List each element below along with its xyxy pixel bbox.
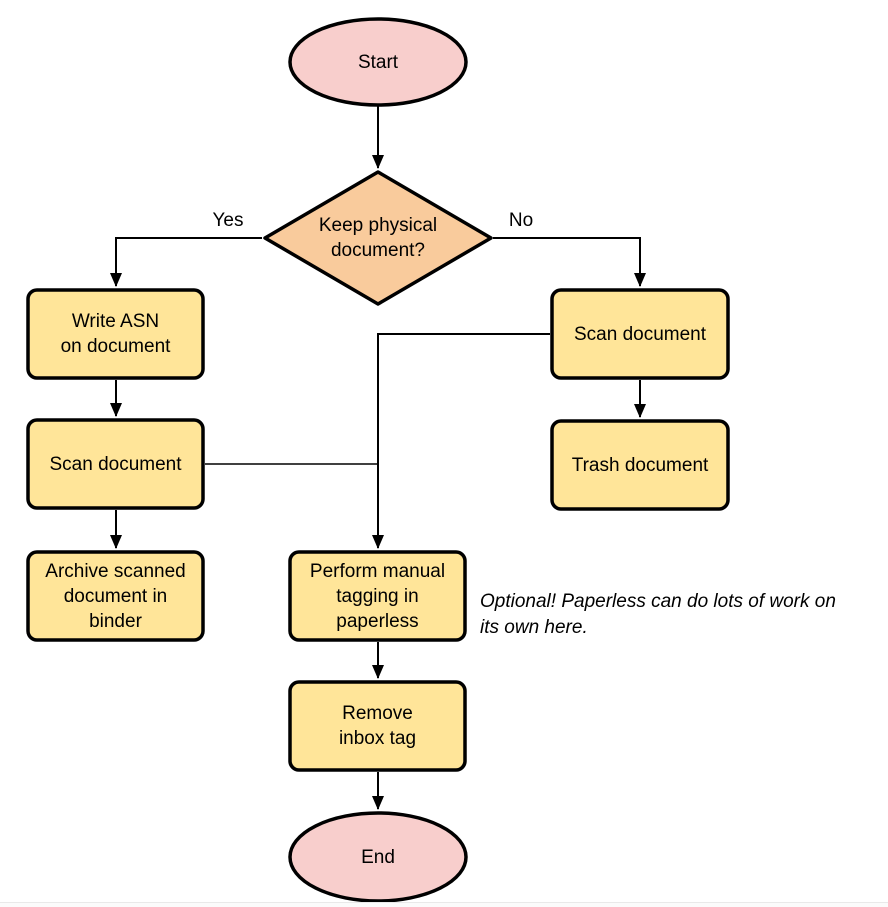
remove-inbox-tag-label: Remove inbox tag: [338, 703, 417, 749]
trash-document-box: [550, 419, 730, 511]
yes-edge-label: Yes: [212, 210, 244, 231]
start-label: Start: [357, 51, 399, 73]
decision-label: Keep physical document?: [318, 215, 438, 261]
bottom-strip: [0, 903, 888, 907]
end-terminator-shape: [288, 811, 468, 903]
archive-binder-box: [26, 550, 205, 642]
decision-diamond-shape: [263, 170, 493, 306]
start-terminator-shape: [288, 17, 468, 107]
manual-tagging-box: [288, 550, 467, 642]
trash-document-label: Trash document: [571, 454, 709, 476]
edge-scan-right-to-tagging: [372, 333, 550, 549]
scan-document-right-box: [550, 288, 730, 380]
scan-document-left-box: [26, 418, 205, 510]
write-asn-label: Write ASN on document: [60, 311, 171, 357]
optional-annotation: Optional! Paperless can do lots of work …: [480, 591, 836, 638]
archive-binder-label: Archive scanned document in binder: [45, 560, 186, 632]
write-asn-box: [26, 288, 205, 380]
bottom-divider: [0, 902, 888, 903]
edge-decision-no-to-scan-right: [493, 237, 646, 287]
remove-inbox-tag-box: [288, 680, 467, 772]
end-label: End: [361, 846, 395, 868]
scan-document-left-label: Scan document: [49, 453, 182, 475]
scan-document-right-label: Scan document: [573, 323, 707, 345]
edge-decision-yes-to-write-asn: [110, 237, 262, 287]
manual-tagging-label: Perform manual tagging in paperless: [309, 560, 446, 632]
no-edge-label: No: [508, 210, 534, 231]
